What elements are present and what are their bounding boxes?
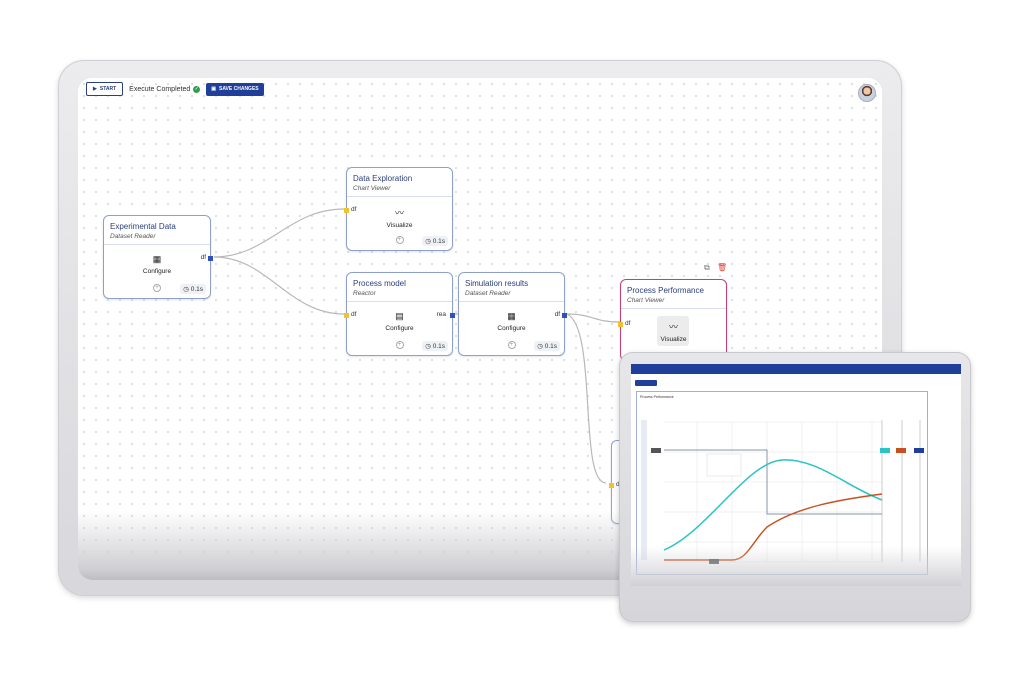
run-time-badge: ◷ 0.1s <box>534 341 560 351</box>
add-icon[interactable]: + <box>507 341 516 349</box>
series-step-line <box>664 449 882 515</box>
chart-grid <box>664 421 882 563</box>
output-port[interactable] <box>562 313 567 318</box>
play-icon: ▶ <box>93 86 97 92</box>
save-icon: ▣ <box>211 86 216 92</box>
add-icon[interactable]: + <box>395 341 404 349</box>
series-teal-line <box>663 459 883 551</box>
y-marker-teal <box>880 448 890 453</box>
input-port[interactable] <box>618 322 623 327</box>
grid-icon: ▦ <box>152 254 162 264</box>
chart-scrollbar <box>641 420 647 560</box>
visualize-action[interactable]: 〰 Visualize <box>621 320 726 343</box>
y-marker-orange <box>896 448 906 453</box>
visualize-button[interactable]: 〰 Visualize <box>347 206 452 229</box>
run-time-badge: ◷ 0.1s <box>422 341 448 351</box>
save-changes-button[interactable]: ▣ SAVE CHANGES <box>206 82 264 96</box>
line-chart-icon: 〰 <box>668 322 678 332</box>
execution-status: Execute Completed ✓ <box>129 85 201 93</box>
input-port[interactable] <box>609 483 614 488</box>
configure-button[interactable]: ▦ Configure <box>104 254 210 275</box>
toolbar: ▶ START Execute Completed ✓ ▣ SAVE CHANG… <box>86 82 264 96</box>
y-marker-blue <box>914 448 924 453</box>
run-time-badge: ◷ 0.1s <box>422 236 448 246</box>
tablet-header <box>631 364 961 374</box>
visualize-button[interactable] <box>657 316 689 346</box>
copy-icon[interactable]: ⧉ <box>704 263 710 272</box>
node-experimental-data[interactable]: Experimental Data Dataset Reader ▦ Confi… <box>103 215 213 299</box>
node-process-performance[interactable]: Process Performance Chart Viewer 〰 Visua… <box>618 279 727 361</box>
avatar[interactable] <box>858 84 876 102</box>
input-port[interactable] <box>344 313 349 318</box>
chart-legend <box>706 453 742 477</box>
tablet-back-button[interactable] <box>635 380 657 386</box>
run-time-badge: ◷ 0.1s <box>180 284 206 294</box>
process-chart <box>641 420 924 564</box>
grid-icon: ▦ <box>507 311 516 321</box>
delete-icon[interactable]: 🗑 <box>717 263 728 272</box>
output-port[interactable] <box>208 256 213 261</box>
configure-button[interactable]: ▤ Configure <box>347 311 452 332</box>
input-port[interactable] <box>344 208 349 213</box>
start-button[interactable]: ▶ START <box>86 82 124 96</box>
node-data-exploration[interactable]: Data Exploration Chart Viewer 〰 Visualiz… <box>344 167 453 251</box>
add-icon[interactable]: + <box>395 236 404 244</box>
configure-button[interactable]: ▦ Configure <box>459 311 564 332</box>
output-port[interactable] <box>450 313 455 318</box>
y-marker-gray <box>651 448 661 453</box>
node-process-model[interactable]: Process model Reactor ▤ Configure + ◷ 0.… <box>344 272 455 356</box>
chart-card: Process Performance <box>636 391 928 575</box>
line-chart-icon: 〰 <box>394 208 404 218</box>
connection-wires <box>213 208 621 484</box>
chart-title: Process Performance <box>640 395 674 399</box>
document-gear-icon: ▤ <box>395 311 404 321</box>
tablet-screen: Process Performance <box>631 364 961 586</box>
node-simulation-results[interactable]: Simulation results Dataset Reader ▦ Conf… <box>458 272 567 356</box>
add-icon[interactable]: + <box>153 284 161 292</box>
check-circle-icon: ✓ <box>193 85 201 93</box>
